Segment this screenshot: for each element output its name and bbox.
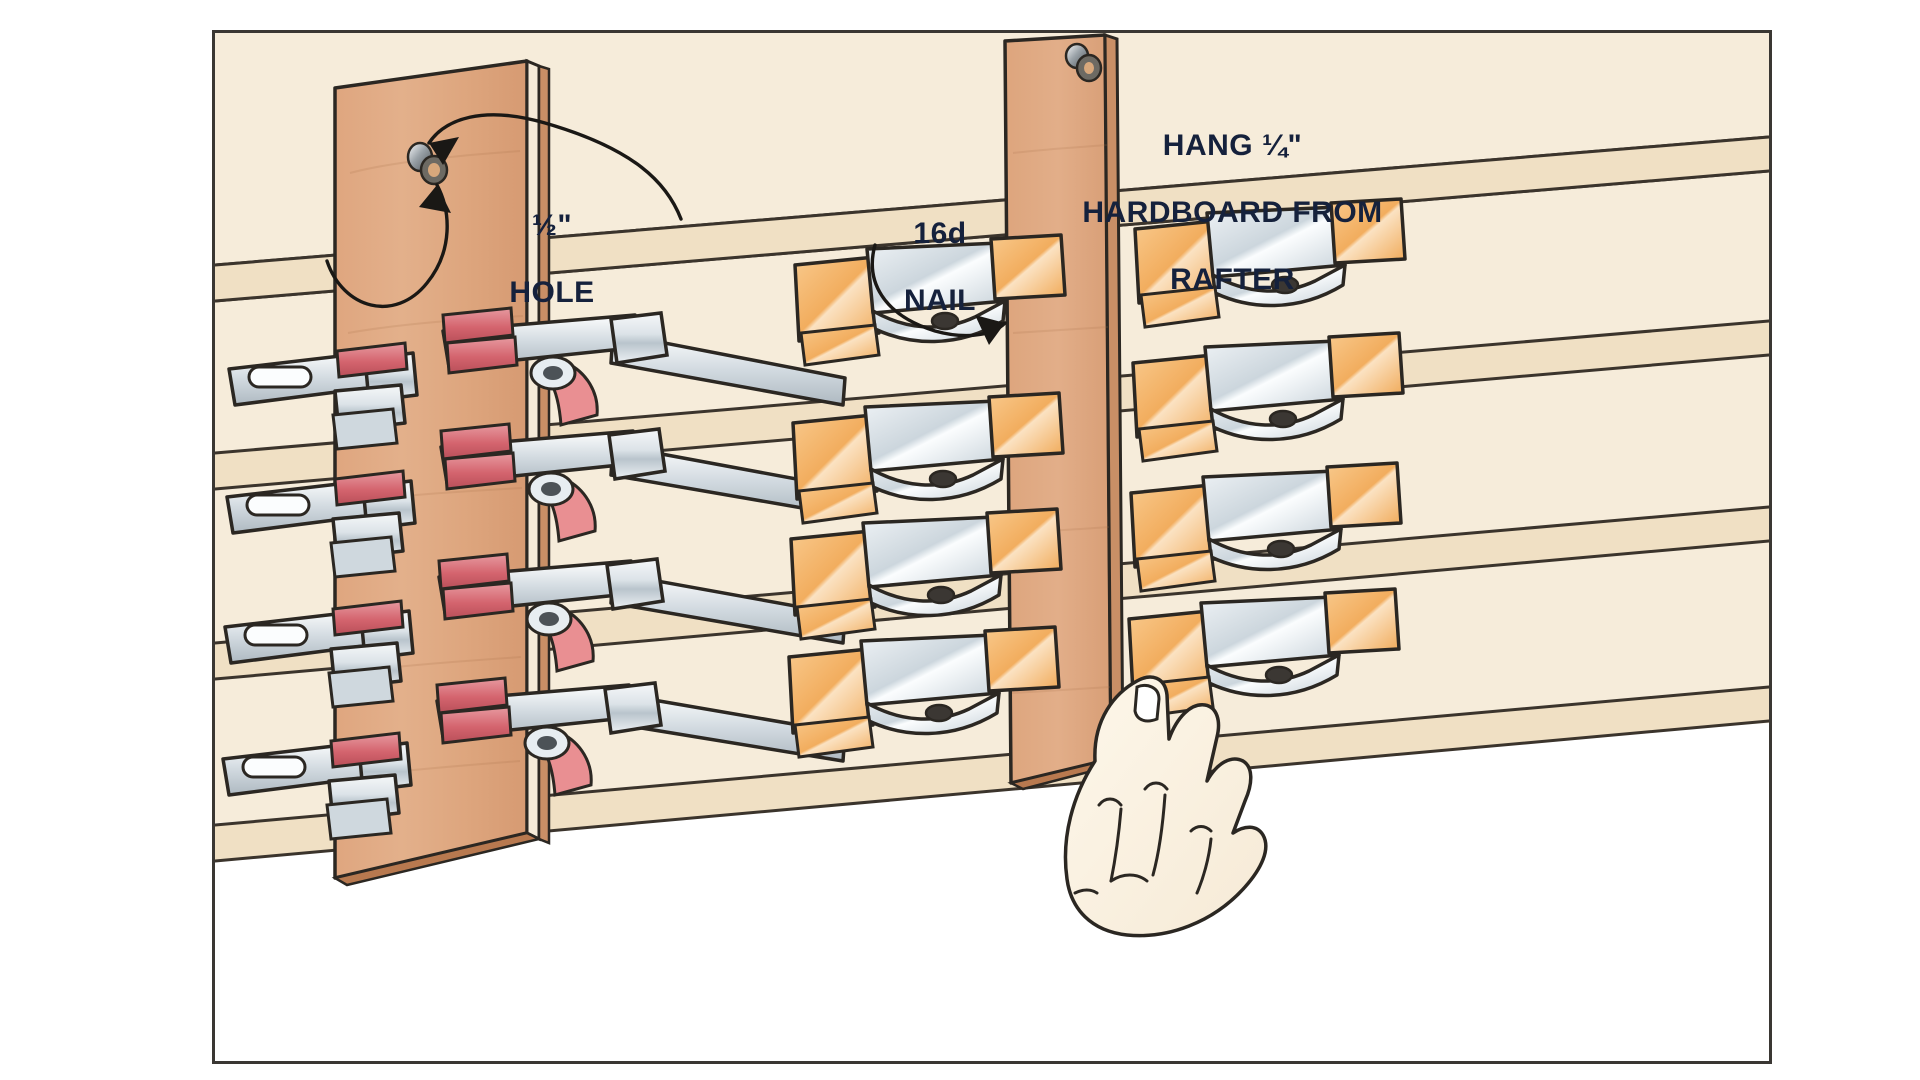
left-panel-clamp-column-a [221, 341, 419, 841]
illustration-frame: ½" HOLE 16d NAIL HANG ¼" HARDBOARD FROM … [212, 30, 1772, 1064]
spring-clamp [1131, 331, 1405, 463]
bar-clamp [437, 552, 665, 673]
spring-clamp [1129, 461, 1403, 593]
clamp-rack-illustration [215, 33, 1769, 1061]
bar-clamp [441, 306, 669, 427]
bar-clamp [439, 422, 667, 543]
bar-clamp [223, 599, 415, 709]
left-panel-nail-and-hole [406, 141, 449, 186]
left-panel-clamp-column-b [435, 306, 669, 797]
right-hardboard-panel [1003, 33, 1128, 791]
annotation-leaders [325, 113, 1007, 345]
spring-clamp [787, 625, 1061, 759]
right-panel-clamp-column-c [787, 233, 1067, 759]
right-panel-nail-and-hole [1064, 42, 1103, 83]
hand [1063, 675, 1268, 938]
bar-clamp [221, 731, 413, 841]
spring-clamp [789, 507, 1063, 641]
spring-clamp [791, 391, 1065, 525]
bar-clamp [435, 676, 663, 797]
spring-clamp [1133, 197, 1407, 329]
spring-clamp [793, 233, 1067, 367]
bar-clamp [227, 341, 419, 451]
bar-clamp [225, 469, 417, 579]
